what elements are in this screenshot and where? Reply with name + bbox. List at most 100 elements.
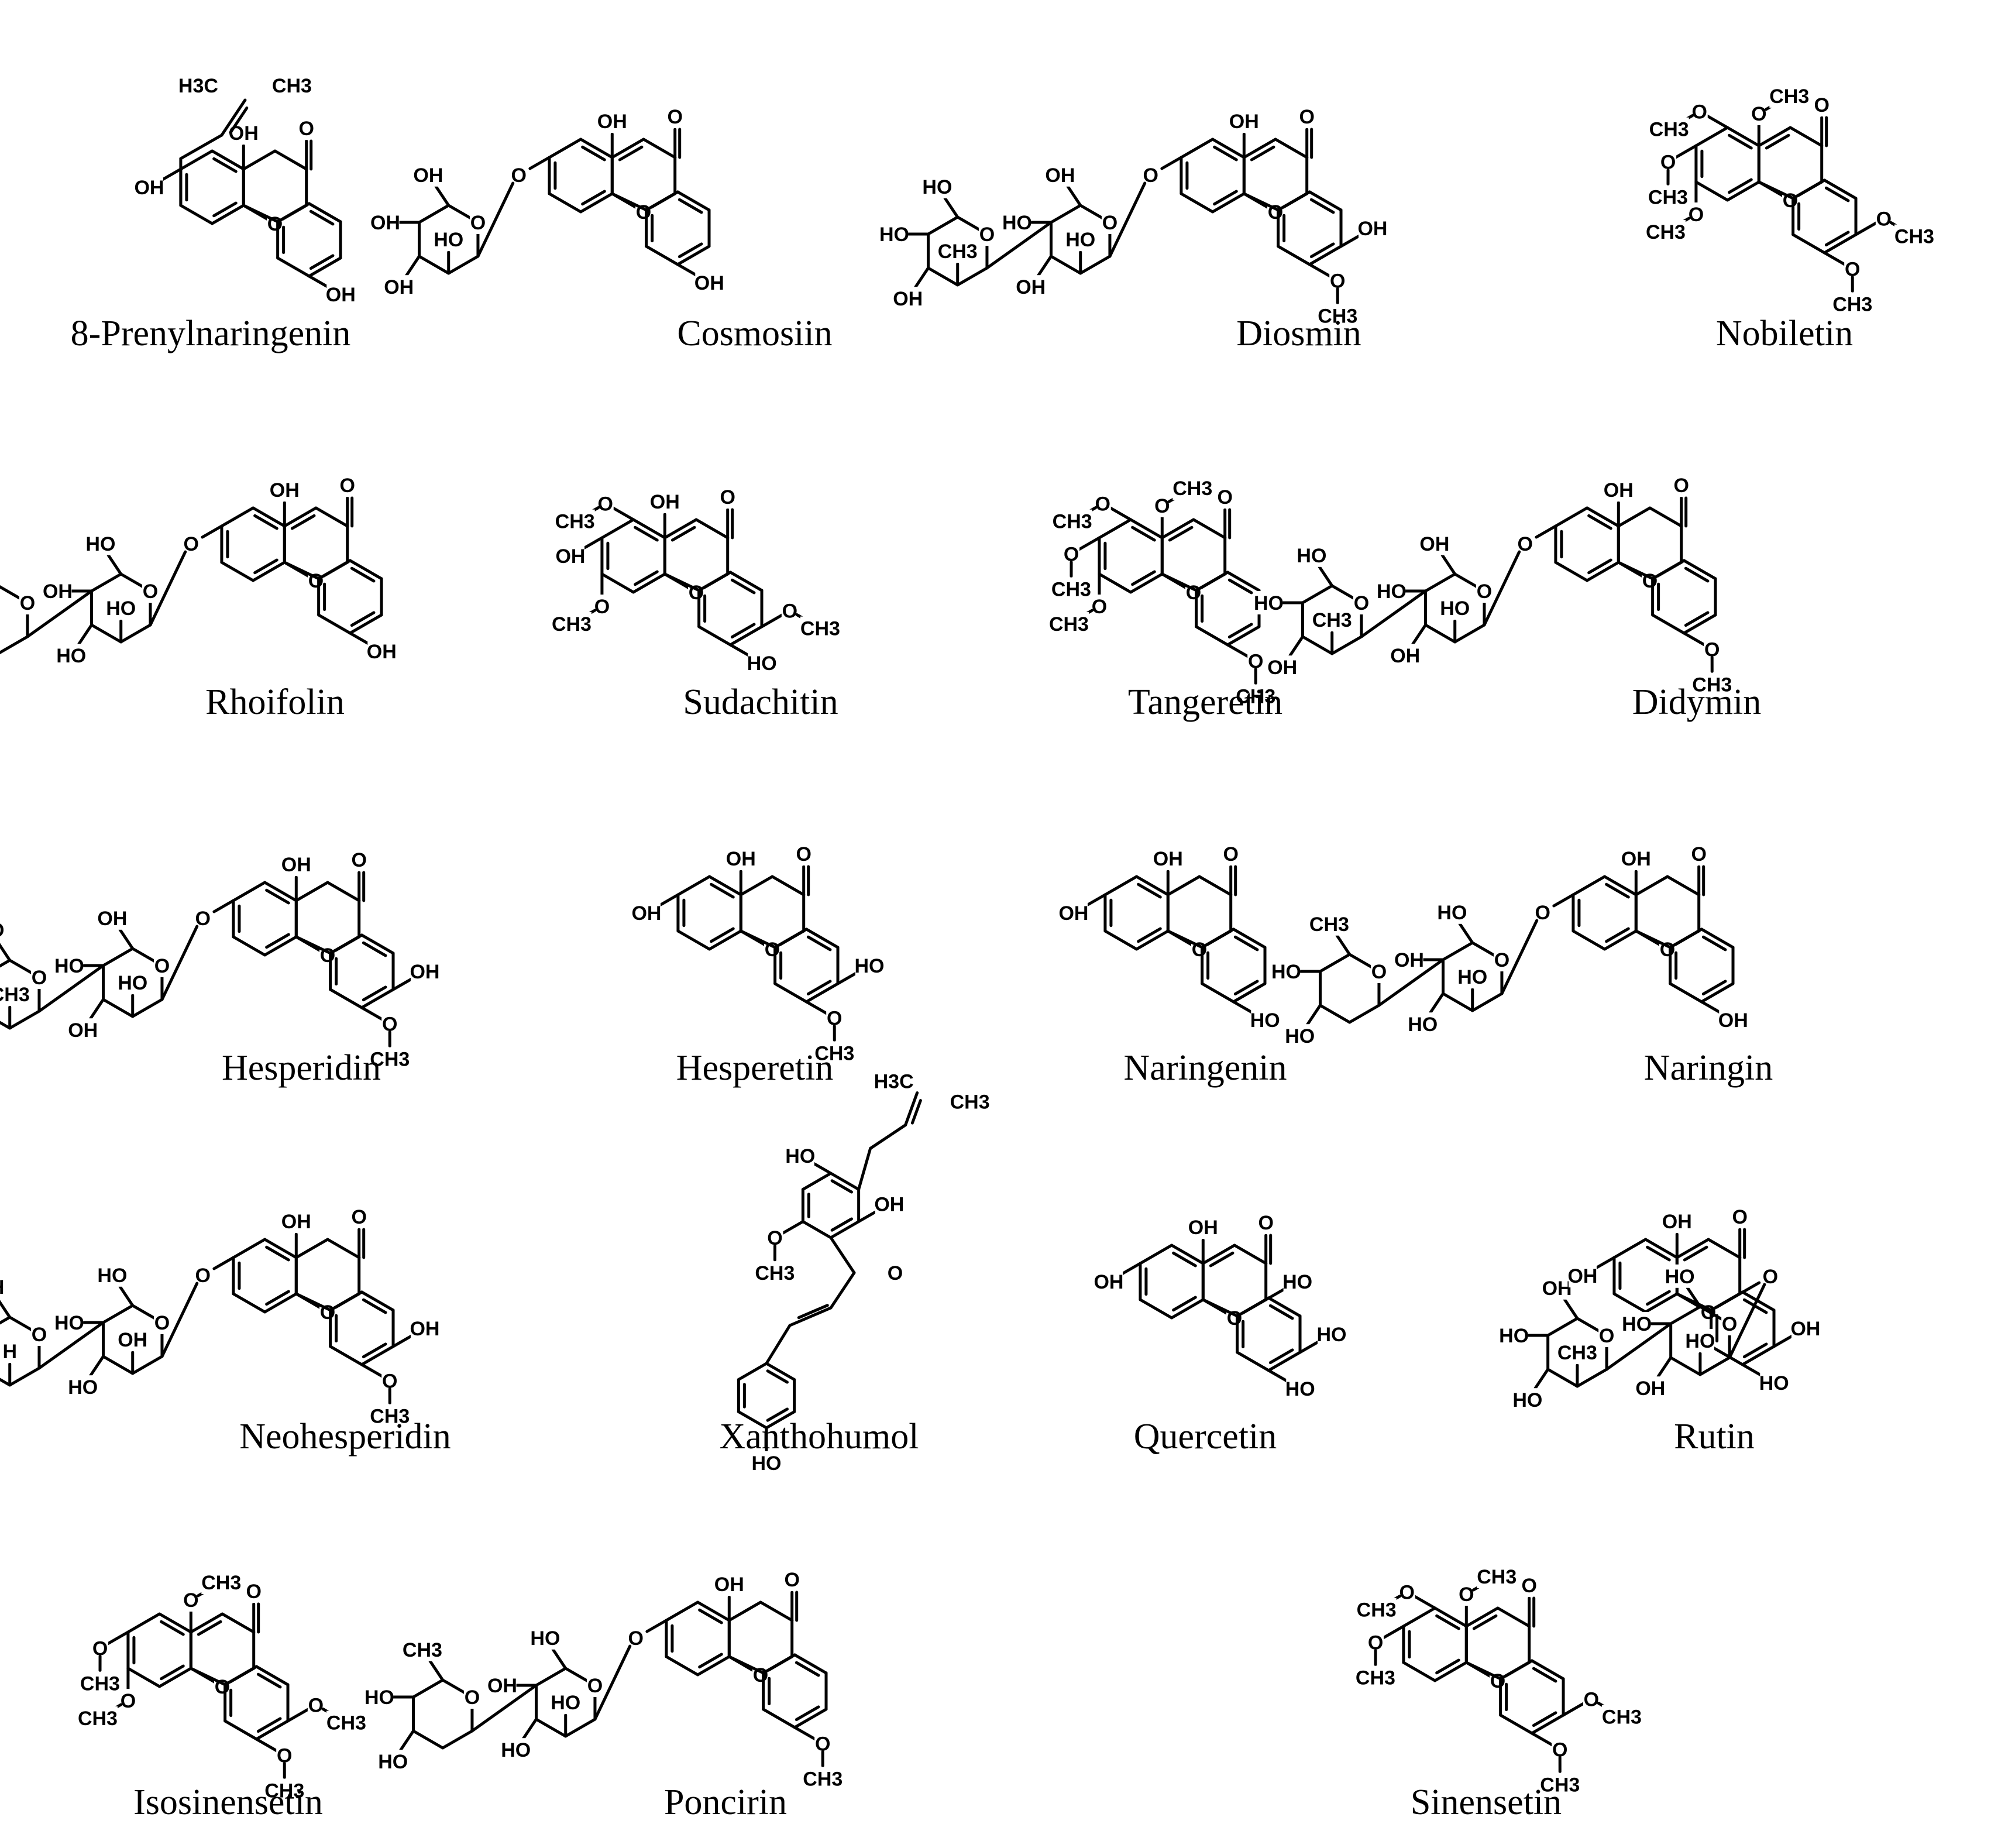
sugar-2-sub-0: HO <box>1254 592 1284 614</box>
sugar-1-sub-3: HO <box>1457 966 1487 988</box>
sugar-1-sub-2: HO <box>97 1265 127 1287</box>
methoxy-4'-ch3: CH3 <box>1236 686 1275 708</box>
carbonyl-oxygen: O <box>796 843 811 865</box>
compound-name-8-prenylnaringenin: 8-Prenylnaringenin <box>71 314 351 353</box>
hydroxyl-5: OH <box>229 122 259 145</box>
sugar-1-sub-2: OH <box>413 164 443 187</box>
methoxy-5-ch3: CH3 <box>201 1572 241 1594</box>
hydroxyl-5: OH <box>1153 848 1183 870</box>
methoxy-5-o: O <box>1154 495 1170 517</box>
sugar-1-ring-o: O <box>154 955 170 977</box>
hydroxyl-5: OH <box>1621 848 1651 870</box>
methoxy-4'-ch3: CH3 <box>1540 1774 1580 1797</box>
carbonyl-oxygen: O <box>667 106 682 128</box>
methoxy-6-o: O <box>1399 1582 1415 1604</box>
hydroxyl-4': HO <box>1285 1378 1315 1400</box>
methoxy-6-o: O <box>598 493 613 516</box>
methoxy-3'-o: O <box>308 1694 324 1716</box>
prenyl-methyl-2: CH3 <box>950 1091 990 1114</box>
carbonyl-oxygen: O <box>888 1262 903 1284</box>
sugar-1-sub-3: HO <box>1440 597 1470 620</box>
hydroxyl-5: OH <box>597 111 627 133</box>
sugar-2-sub-2: OH <box>0 1276 4 1299</box>
sugar-2-ring-o: O <box>1371 961 1387 983</box>
compound-name-sinensetin: Sinensetin <box>1411 1782 1562 1822</box>
sugar-1-sub-3: HO <box>1065 229 1095 251</box>
compound-name-xanthohumol: Xanthohumol <box>720 1417 919 1457</box>
prenyl-methyl-1: H3C <box>178 75 218 97</box>
sugar-1-ring-o: O <box>1722 1313 1737 1335</box>
methoxy-4'-ch3: CH3 <box>803 1768 843 1791</box>
methoxy-7-ch3: CH3 <box>1356 1667 1395 1689</box>
sugar-2-sub-1: HO <box>1285 1025 1315 1047</box>
hydroxyl-4': OH <box>1718 1009 1748 1032</box>
sugar-2-sub-1: HO <box>1512 1389 1542 1411</box>
sugar-2-ring-o: O <box>32 1324 47 1346</box>
hydroxyl-3': OH <box>410 961 439 983</box>
hydroxyl-3': OH <box>410 1318 439 1340</box>
carbonyl-oxygen: O <box>784 1569 799 1591</box>
hydroxyl-4': OH <box>326 284 356 306</box>
sugar-2-sub-2: CH3 <box>403 1639 442 1661</box>
carbonyl-oxygen: O <box>1217 486 1232 509</box>
carbonyl-oxygen: O <box>1732 1206 1747 1228</box>
hydroxyl-7: OH <box>134 177 164 199</box>
sugar-1-sub-1: OH <box>1390 645 1420 667</box>
methoxy-5-o: O <box>1751 103 1766 125</box>
sugar-2-sub-2: HO <box>0 919 4 942</box>
methoxy-4'-ch3: CH3 <box>814 1043 854 1065</box>
sugar-1-sub-1: HO <box>501 1739 531 1761</box>
methoxy-6-ch3: CH3 <box>1053 511 1092 533</box>
sugar-1-sub-0: HO <box>1377 580 1407 603</box>
methoxy-4'-ch3: CH3 <box>1832 294 1872 316</box>
methoxy-5-o: O <box>183 1589 198 1612</box>
sugar-1-sub-1: HO <box>1408 1014 1438 1036</box>
sugar-2-sub-3: CH3 <box>0 984 30 1006</box>
hydroxyl-4': HO <box>1759 1372 1789 1394</box>
hydroxyl-3: HO <box>1282 1271 1312 1293</box>
sugar-1-sub-1: HO <box>68 1376 98 1399</box>
sugar-1-ring-o: O <box>1102 212 1117 234</box>
compound-name-isosinensetin: Isosinensetin <box>133 1782 323 1822</box>
methoxy-4'-ch3: CH3 <box>264 1780 304 1802</box>
sugar-1-ring-o: O <box>587 1675 603 1697</box>
sugar-1-ring-o: O <box>1477 580 1492 603</box>
hydroxyl-7: OH <box>1567 1265 1597 1287</box>
hydroxyl-5: OH <box>726 848 756 870</box>
methoxy-8-o: O <box>1092 596 1107 618</box>
hydroxyl-3': HO <box>1316 1324 1346 1346</box>
carbonyl-oxygen: O <box>339 475 355 497</box>
sugar-2-sub-3: CH3 <box>1312 609 1352 631</box>
sugar-1-sub-1: OH <box>1635 1378 1665 1400</box>
compound-name-diosmin: Diosmin <box>1236 314 1361 353</box>
methoxy-3'-o: O <box>1876 208 1892 230</box>
carbonyl-oxygen: O <box>1223 843 1238 865</box>
sugar-1-sub-1: HO <box>56 645 86 667</box>
hydroxyl-7: OH <box>1093 1271 1123 1293</box>
methoxy-8-ch3: CH3 <box>78 1708 118 1730</box>
sugar-2-sub-2: CH3 <box>1309 913 1349 936</box>
methoxy-6-o: O <box>1692 101 1707 123</box>
carbonyl-oxygen: O <box>351 849 366 871</box>
compound-name-didymin: Didymin <box>1632 682 1761 722</box>
methoxy-5-ch3: CH3 <box>1172 478 1212 500</box>
hydroxyl-4': OH <box>367 641 397 663</box>
methoxy-8-ch3: CH3 <box>1646 221 1686 243</box>
sugar-1-sub-2: OH <box>97 908 127 930</box>
methoxy-6'-ch3: CH3 <box>755 1262 795 1284</box>
compound-neohesperidin: OOOHOOHOHOHOOHOOHOHOHHOHOCH3Neohesperidi… <box>0 1205 451 1457</box>
methoxy-7-ch3: CH3 <box>80 1673 120 1695</box>
hydroxyl-7: OH <box>555 545 585 568</box>
sugar-1-sub-3: HO <box>551 1692 580 1714</box>
compound-name-quercetin: Quercetin <box>1134 1417 1277 1457</box>
carbonyl-oxygen: O <box>351 1206 366 1228</box>
